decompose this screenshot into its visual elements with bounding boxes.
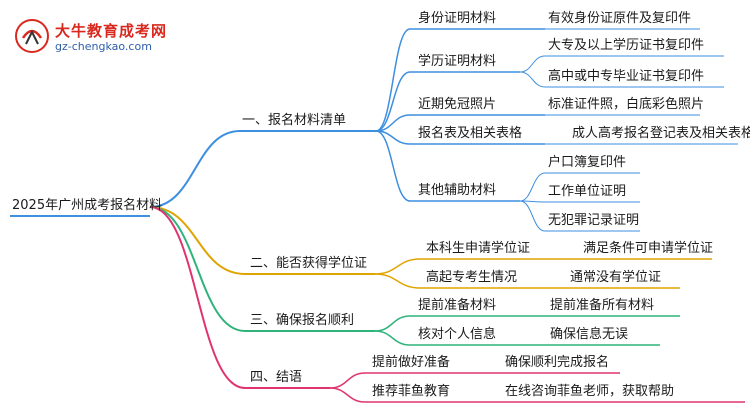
node-education-documents: 学历证明材料 [418,54,497,69]
edge-branch1-node0 [375,28,411,132]
branch-conclusion: 四、结语 [250,370,303,385]
brand-logo-icon [15,19,49,53]
leaf-highschool-diploma: 高中或中专毕业证书复印件 [548,69,705,84]
edge-other-leaf2 [519,200,546,232]
branch-material-list: 一、报名材料清单 [242,113,347,128]
edge-root-branch2 [149,206,246,275]
leaf-no-criminal-record: 无犯罪记录证明 [548,213,640,228]
edge-branch4-node1 [329,387,366,403]
leaf-degree-eligible: 满足条件可申请学位证 [583,241,714,256]
node-undergrad-degree: 本科生申请学位证 [426,241,531,256]
leaf-prepare-all: 提前准备所有材料 [550,298,655,313]
leaf-college-diploma: 大专及以上学历证书复印件 [548,38,705,53]
branch-smooth-registration: 三、确保报名顺利 [250,313,355,328]
edge-edu-leaf1 [519,71,546,88]
leaf-consult-teacher: 在线咨询菲鱼老师，获取帮助 [505,384,675,399]
edge-edu-leaf0 [519,55,546,73]
node-recommend-feiyu: 推荐菲鱼教育 [372,384,451,399]
node-other-materials: 其他辅助材料 [418,183,497,198]
leaf-registration-form: 成人高考报名登记表及相关表格 [572,126,750,141]
brand-name: 大牛教育成考网 [55,22,168,40]
edge-branch1-node4 [375,130,411,202]
leaf-info-correct: 确保信息无误 [550,327,629,342]
node-prepare-early: 提前做好准备 [372,355,451,370]
leaf-household-register: 户口簿复印件 [548,155,627,170]
edge-other-leaf0 [519,172,546,202]
node-highschool-to-college: 高起专考生情况 [426,270,518,285]
edge-branch3-node0 [374,315,411,332]
leaf-employer-certificate: 工作单位证明 [548,184,627,199]
node-id-documents: 身份证明材料 [418,11,497,26]
node-verify-info: 核对个人信息 [418,327,497,342]
root-topic: 2025年广州成考报名材料 [12,198,163,213]
branch-degree-certificate: 二、能否获得学位证 [250,256,368,271]
edge-branch1-node3 [375,130,411,145]
edge-root-branch3 [149,206,246,332]
leaf-id-card: 有效身份证原件及复印件 [548,11,692,26]
leaf-complete-registration: 确保顺利完成报名 [505,355,610,370]
edge-branch2-node1 [374,273,421,289]
edge-branch2-node0 [374,258,421,275]
leaf-no-degree: 通常没有学位证 [570,270,662,285]
leaf-photo-standard: 标准证件照，白底彩色照片 [548,97,705,112]
node-forms: 报名表及相关表格 [418,126,523,141]
edge-branch4-node0 [329,372,366,389]
edge-root-branch4 [149,206,246,389]
node-prepare-materials: 提前准备材料 [418,298,497,313]
brand-url: gz-chengkao.com [55,40,152,53]
node-photo: 近期免冠照片 [418,97,497,112]
edge-branch3-node1 [374,330,411,346]
edge-root-branch1 [149,130,241,208]
edge-branch1-node1 [375,71,411,132]
